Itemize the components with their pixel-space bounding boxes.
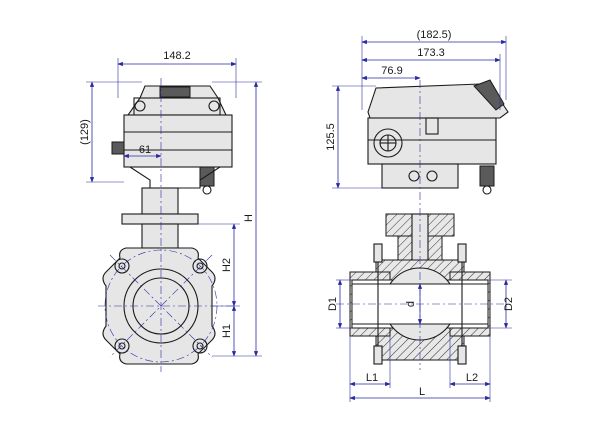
dim-l2: L2 bbox=[466, 372, 478, 384]
side-bolt bbox=[373, 243, 383, 263]
front-bolt-hole bbox=[192, 338, 208, 354]
front-left-cable-gland bbox=[111, 141, 125, 155]
side-bolt bbox=[457, 243, 467, 263]
side-view bbox=[336, 79, 509, 370]
front-actuator-cover-plate bbox=[159, 86, 191, 98]
dim-h1: H1 bbox=[221, 324, 233, 338]
dim-d2: D2 bbox=[503, 297, 515, 311]
front-cable-gland bbox=[199, 166, 215, 187]
dim-l1: L1 bbox=[366, 372, 378, 384]
side-actuator-cover-handle bbox=[473, 79, 505, 111]
dim-front-offset: 61 bbox=[139, 144, 151, 156]
dim-total-height: H bbox=[243, 214, 255, 222]
front-bolt-hole bbox=[114, 338, 130, 354]
dim-side-overall-ref: (182.5) bbox=[417, 29, 452, 41]
front-bolt-hole bbox=[192, 258, 208, 274]
side-position-indicator bbox=[373, 128, 403, 158]
side-actuator-body bbox=[367, 117, 497, 165]
dim-side-width: 173.3 bbox=[417, 47, 445, 59]
front-view bbox=[98, 78, 236, 372]
side-cable-gland bbox=[479, 165, 495, 187]
dim-side-height: 125.5 bbox=[325, 123, 337, 151]
front-dimensions: 148.2 (129) 61 H H2 H1 bbox=[79, 50, 262, 357]
dim-h2: H2 bbox=[221, 258, 233, 272]
front-actuator-body bbox=[123, 114, 233, 168]
front-bolt-hole bbox=[114, 258, 130, 274]
dim-bore-d: d bbox=[405, 301, 417, 307]
dim-front-width: 148.2 bbox=[163, 50, 191, 62]
dim-side-offset: 76.9 bbox=[381, 65, 402, 77]
front-valve-neck bbox=[141, 187, 179, 215]
dim-d1: D1 bbox=[327, 297, 339, 311]
side-bolt bbox=[457, 345, 467, 365]
side-dimensions: (182.5) 173.3 76.9 125.5 D1 d D2 L1 bbox=[325, 29, 515, 402]
side-bolt bbox=[373, 345, 383, 365]
dim-l: L bbox=[419, 386, 425, 398]
dim-front-height-ref: (129) bbox=[79, 119, 91, 145]
front-top-flange bbox=[121, 213, 199, 225]
